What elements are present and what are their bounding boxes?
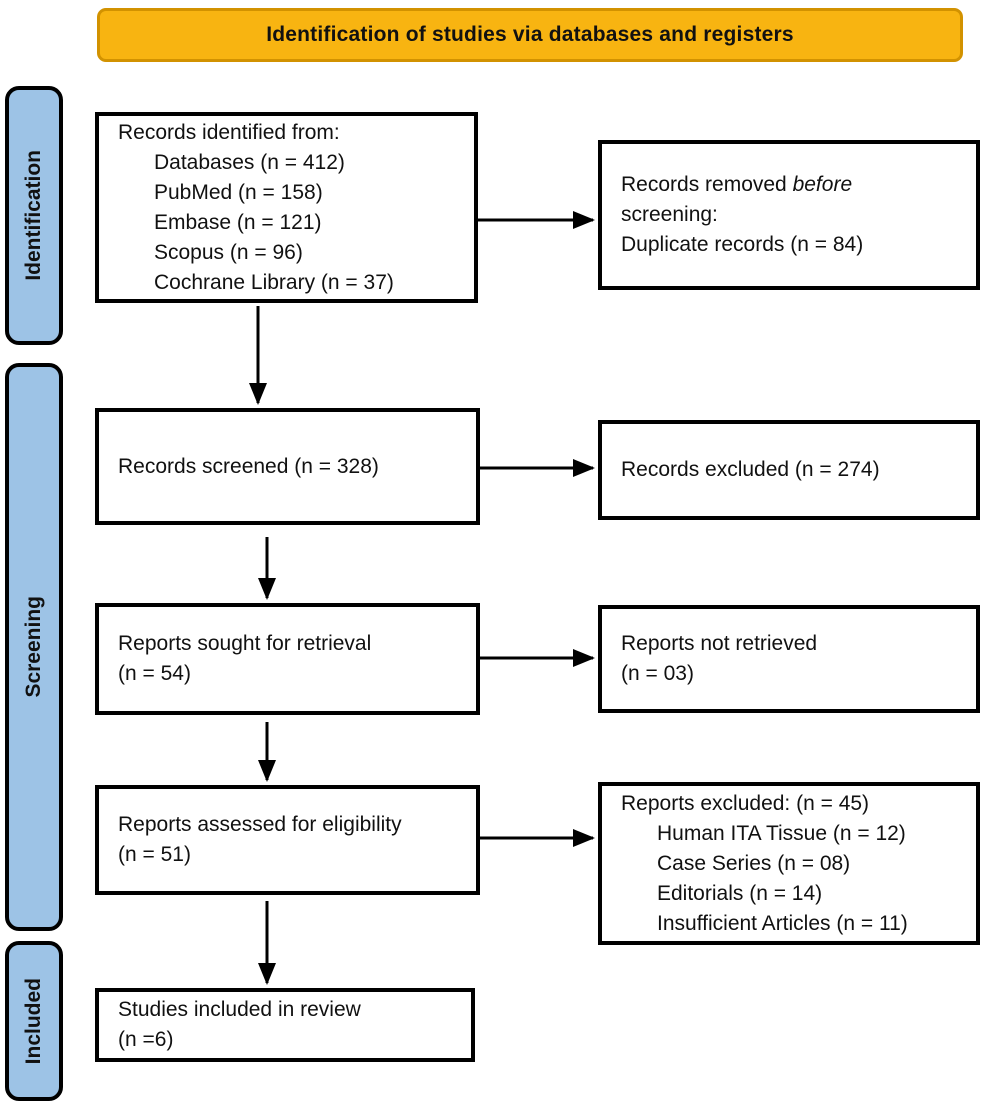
stage-screening: Screening: [5, 363, 63, 931]
box-records-identified: Records identified from: Databases (n = …: [95, 112, 478, 303]
box-reports-excluded: Reports excluded: (n = 45) Human ITA Tis…: [598, 782, 980, 945]
records-identified-item: Cochrane Library (n = 37): [154, 270, 394, 294]
reports-excluded-item: Editorials (n = 14): [657, 881, 823, 905]
stage-identification-label: Identification: [22, 150, 45, 281]
reports-assessed-text: Reports assessed for eligibility: [118, 813, 402, 836]
reports-assessed-count: (n = 51): [118, 843, 191, 866]
records-identified-item: Scopus (n = 96): [154, 240, 303, 264]
reports-excluded-item: Human ITA Tissue (n = 12): [657, 821, 906, 845]
records-identified-item: PubMed (n = 158): [154, 180, 323, 204]
box-records-removed: Records removed before screening: Duplic…: [598, 140, 980, 290]
records-removed-line2: screening:: [621, 203, 718, 226]
records-identified-heading: Records identified from:: [118, 120, 340, 144]
box-records-screened: Records screened (n = 328): [95, 408, 480, 525]
box-studies-included: Studies included in review (n =6): [95, 988, 475, 1062]
records-identified-item: Embase (n = 121): [154, 210, 322, 234]
studies-included-count: (n =6): [118, 1028, 174, 1051]
records-excluded-text: Records excluded (n = 274): [621, 458, 880, 481]
records-removed-line3: Duplicate records (n = 84): [621, 233, 864, 256]
records-removed-before-word: before: [792, 173, 853, 196]
stage-identification: Identification: [5, 86, 63, 345]
records-identified-item: Databases (n = 412): [154, 150, 345, 174]
stage-included-label: Included: [22, 977, 45, 1065]
box-reports-not-retrieved: Reports not retrieved (n = 03): [598, 605, 980, 713]
banner: Identification of studies via databases …: [97, 8, 963, 62]
records-removed-line1: Records removed before: [621, 170, 968, 200]
banner-title: Identification of studies via databases …: [266, 23, 794, 46]
reports-excluded-item: Insufficient Articles (n = 11): [657, 911, 908, 935]
records-screened-text: Records screened (n = 328): [118, 454, 379, 478]
box-reports-sought: Reports sought for retrieval (n = 54): [95, 603, 480, 715]
box-records-excluded: Records excluded (n = 274): [598, 420, 980, 520]
reports-excluded-heading: Reports excluded: (n = 45): [621, 791, 870, 815]
reports-sought-count: (n = 54): [118, 662, 191, 685]
reports-sought-text: Reports sought for retrieval: [118, 632, 372, 655]
box-reports-assessed: Reports assessed for eligibility (n = 51…: [95, 785, 480, 895]
reports-not-retrieved-text: Reports not retrieved: [621, 632, 818, 655]
studies-included-text: Studies included in review: [118, 998, 361, 1021]
stage-included: Included: [5, 941, 63, 1101]
records-removed-prefix: Records removed: [621, 173, 793, 196]
stage-screening-label: Screening: [22, 596, 45, 698]
reports-not-retrieved-count: (n = 03): [621, 662, 694, 685]
reports-excluded-item: Case Series (n = 08): [657, 851, 851, 875]
